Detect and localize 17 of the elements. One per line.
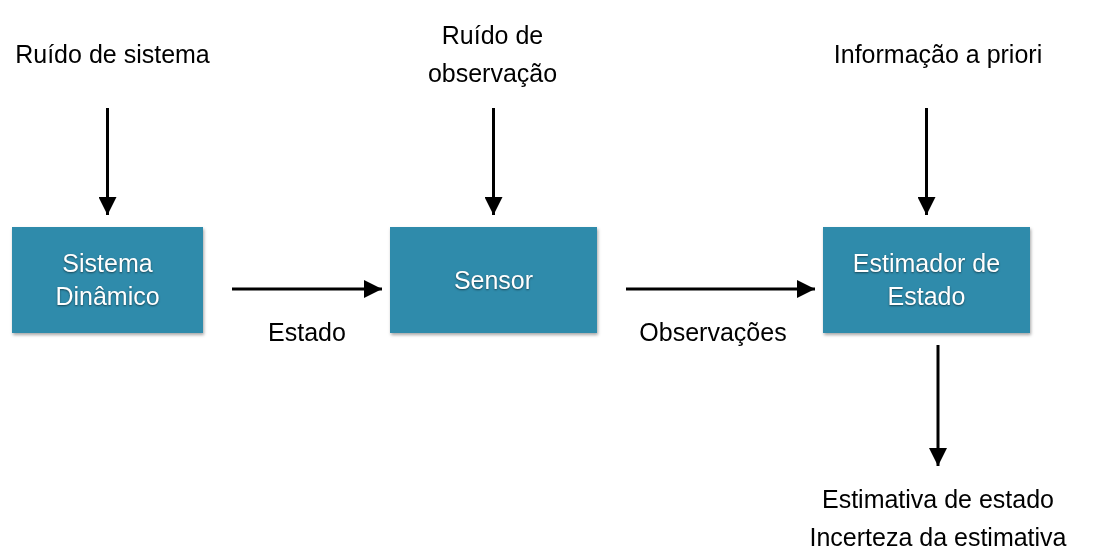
box-label: Sistema Dinâmico	[54, 248, 161, 312]
text-label: Estimativa de estado	[821, 484, 1055, 515]
text-label: Ruído de sistema	[15, 39, 210, 70]
arrow	[929, 345, 947, 466]
box-label: Sensor	[453, 264, 534, 296]
arrow	[626, 280, 815, 298]
arrow	[917, 108, 936, 215]
arrow	[232, 280, 382, 298]
text-label: Incerteza da estimativa	[809, 522, 1067, 553]
arrow	[484, 108, 503, 215]
text-label: Informação a priori	[833, 39, 1043, 70]
process-box	[12, 227, 203, 333]
text-label: Ruído de observação	[426, 20, 559, 89]
arrow	[98, 108, 117, 215]
process-box	[390, 227, 597, 333]
box-label: Estimador de Estado	[851, 248, 1002, 312]
process-box	[823, 227, 1030, 333]
